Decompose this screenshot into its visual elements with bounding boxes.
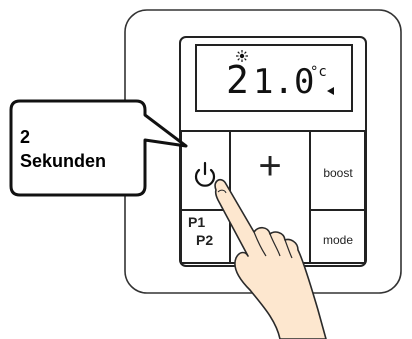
lcd-display xyxy=(195,44,353,112)
p1-label[interactable]: P1 xyxy=(188,214,206,230)
power-icon xyxy=(194,161,216,187)
lcd-temperature-tenths: 1.0 xyxy=(253,62,315,102)
lcd-temperature-int: 2 xyxy=(226,58,250,102)
callout-bubble xyxy=(9,99,188,197)
callout-line-1: 2 xyxy=(20,127,31,147)
hand-icon xyxy=(214,178,327,339)
mode-button[interactable]: mode xyxy=(322,233,354,247)
sun-icon xyxy=(236,50,248,62)
plus-label: + xyxy=(258,144,282,188)
callout-line-2: Sekunden xyxy=(20,151,107,171)
arrow-left-icon xyxy=(327,87,334,95)
lcd-unit: °c xyxy=(310,64,327,80)
boost-button[interactable]: boost xyxy=(323,166,353,180)
p2-label[interactable]: P2 xyxy=(196,232,214,248)
